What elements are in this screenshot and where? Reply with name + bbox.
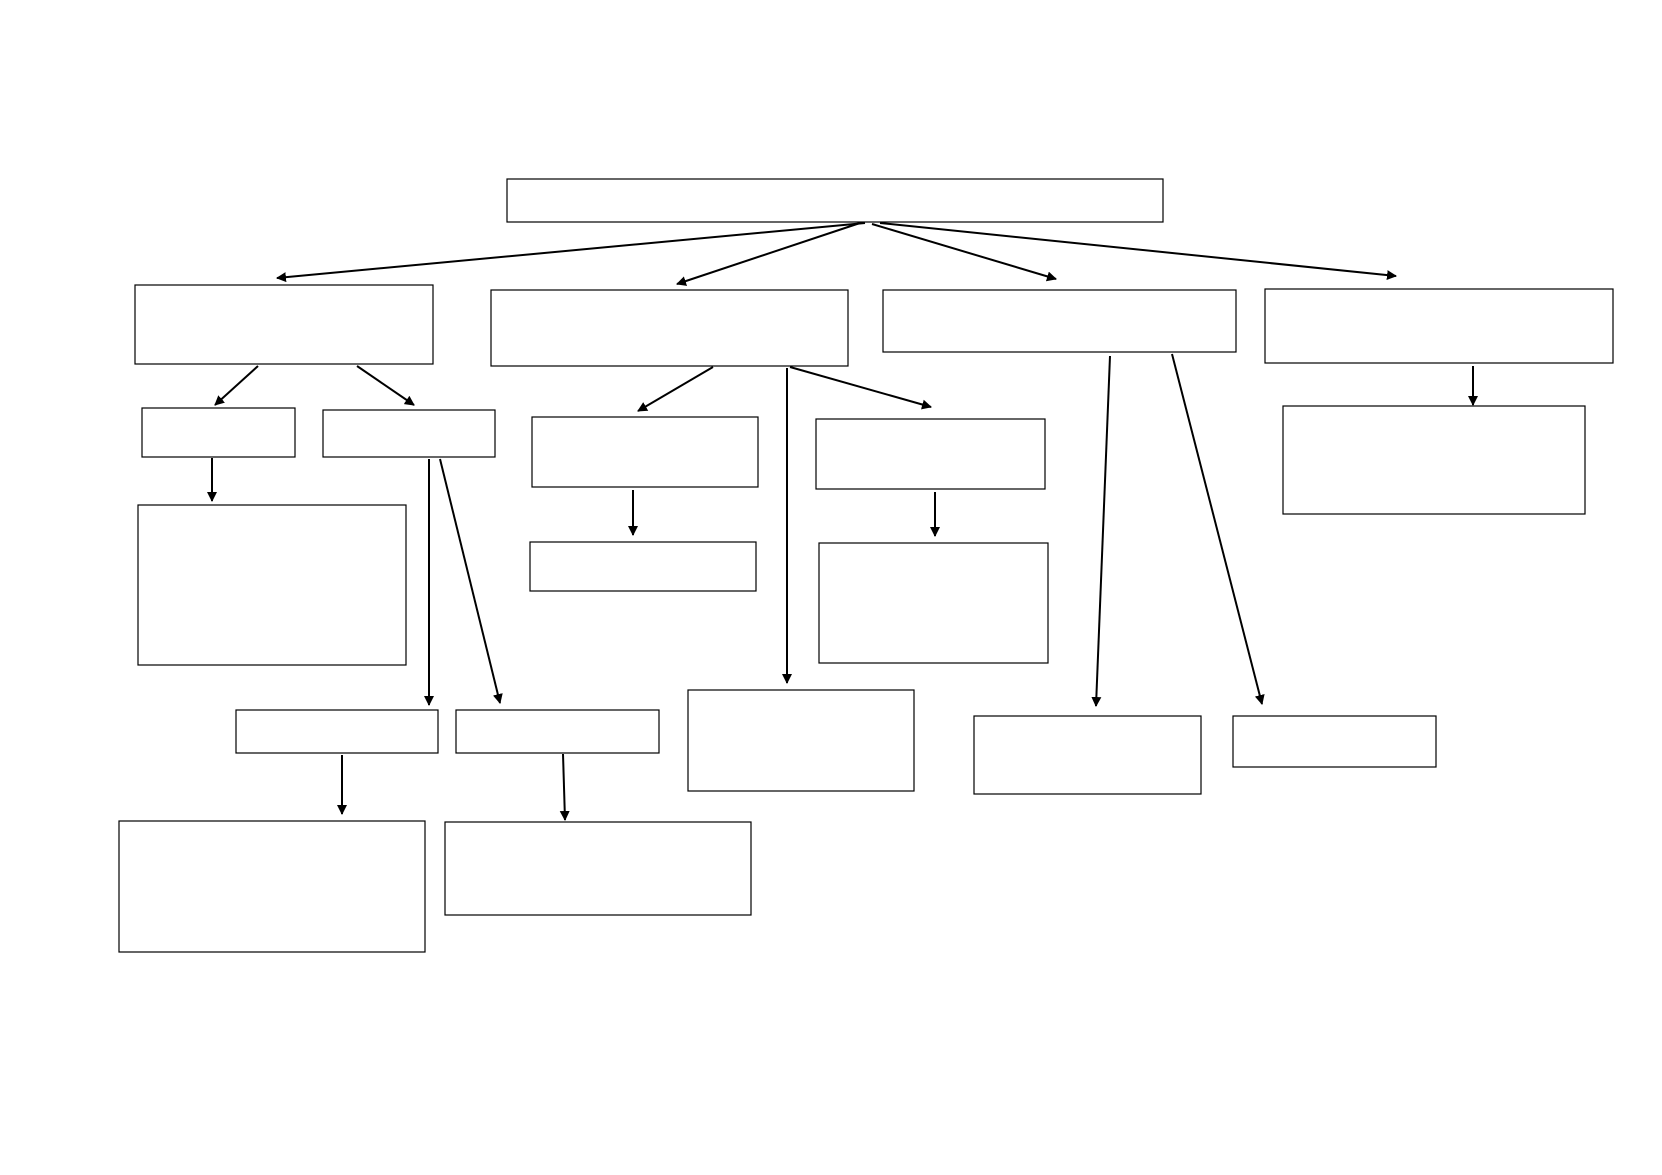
arrow-a2-child-2-to-a22-detail <box>559 753 570 821</box>
node-box-a2-child-1 <box>235 709 439 754</box>
node-b-child-2 <box>815 418 1046 490</box>
node-box-a-child-1 <box>141 407 296 458</box>
node-box-root <box>506 178 1164 223</box>
arrow-root-to-level1-c <box>871 223 1057 282</box>
node-b-child-3 <box>687 689 915 792</box>
node-level1-c <box>882 289 1237 353</box>
node-box-b-child-1 <box>531 416 759 488</box>
node-box-a-child-2 <box>322 409 496 458</box>
arrow-root-to-level1-a <box>276 222 866 283</box>
node-box-a22-detail <box>444 821 752 916</box>
node-level1-b <box>490 289 849 367</box>
node-level1-d <box>1264 288 1614 364</box>
arrow-level1-a-to-a-child-1 <box>214 365 259 406</box>
node-box-c-child-2 <box>1232 715 1437 768</box>
node-box-d-child-1 <box>1282 405 1586 515</box>
node-root <box>506 178 1164 223</box>
arrow-level1-c-to-c-child-1 <box>1091 355 1111 707</box>
node-a2-child-2 <box>455 709 660 754</box>
node-box-c-child-1 <box>973 715 1202 795</box>
node-box-b-child-2 <box>815 418 1046 490</box>
arrow-level1-c-to-c-child-2 <box>1171 353 1265 705</box>
arrow-root-to-level1-d <box>879 222 1397 281</box>
node-a22-detail <box>444 821 752 916</box>
arrow-level1-b-to-b-child-2 <box>789 366 932 410</box>
node-a-child-1 <box>141 407 296 458</box>
node-box-level1-a <box>134 284 434 365</box>
nodes-layer <box>118 178 1614 953</box>
node-a21-detail <box>118 820 426 953</box>
node-box-level1-c <box>882 289 1237 353</box>
node-c-child-1 <box>973 715 1202 795</box>
node-box-a1-detail <box>137 504 407 666</box>
node-box-b-child-3 <box>687 689 915 792</box>
node-a-child-2 <box>322 409 496 458</box>
node-c-child-2 <box>1232 715 1437 768</box>
node-d-child-1 <box>1282 405 1586 515</box>
arrow-level1-a-to-a-child-2 <box>356 365 415 406</box>
node-a1-detail <box>137 504 407 666</box>
node-level1-a <box>134 284 434 365</box>
arrow-a-child-2-to-a2-child-2 <box>439 458 503 704</box>
node-b2-detail <box>818 542 1049 664</box>
node-box-a2-child-2 <box>455 709 660 754</box>
arrow-root-to-level1-b <box>676 222 861 286</box>
node-box-b1-detail <box>529 541 757 592</box>
node-box-b2-detail <box>818 542 1049 664</box>
node-b-child-1 <box>531 416 759 488</box>
node-a2-child-1 <box>235 709 439 754</box>
node-b1-detail <box>529 541 757 592</box>
arrow-level1-b-to-b-child-1 <box>637 366 714 412</box>
edges-layer <box>207 222 1478 821</box>
node-box-a21-detail <box>118 820 426 953</box>
node-box-level1-b <box>490 289 849 367</box>
node-box-level1-d <box>1264 288 1614 364</box>
